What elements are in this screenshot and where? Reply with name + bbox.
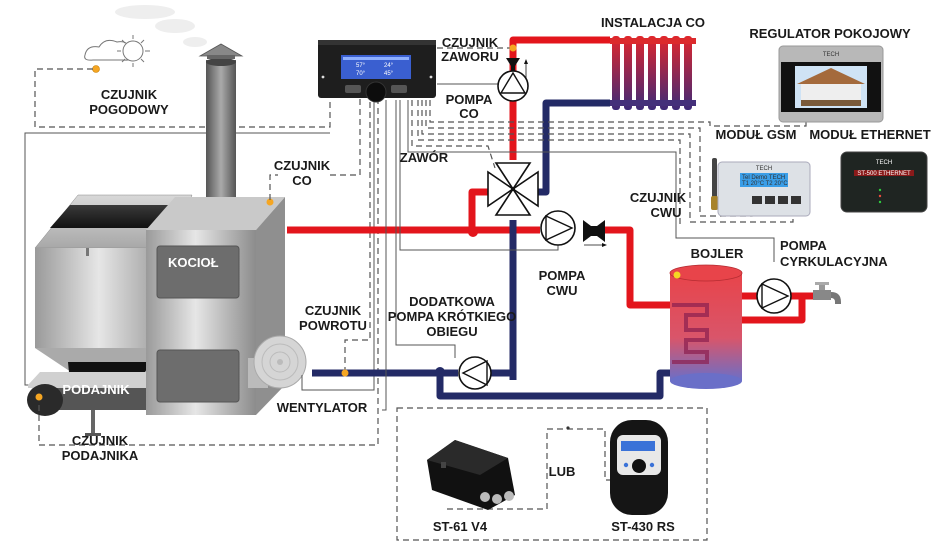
room-regulator-brand: TECH [823, 52, 839, 58]
label-return-sensor-1: CZUJNIK [305, 303, 362, 318]
dhw-check-valve-icon [583, 220, 607, 247]
sun-icon [117, 35, 150, 67]
label-valve: ZAWÓR [400, 150, 449, 165]
co-sensor-dot [266, 198, 274, 206]
label-co-sensor-2: CO [292, 173, 312, 188]
co-sensor-wire [269, 85, 361, 200]
label-weather-sensor-1: CZUJNIK [101, 87, 158, 102]
ethernet-brand: TECH [876, 160, 892, 166]
label-co-pump-1: POMPA [446, 92, 493, 107]
extra-pump-icon [458, 356, 492, 390]
hot-pipes [287, 36, 815, 324]
return-sensor-wire [344, 90, 371, 373]
label-feeder-sensor-1: CZUJNIK [72, 433, 129, 448]
weather-sensor-wire [34, 68, 331, 128]
label-dhw-pump-2: CWU [546, 283, 577, 298]
label-dhw-sensor-2: CWU [650, 205, 681, 220]
tank-sensor-dot [673, 271, 681, 279]
label-or: LUB [549, 464, 576, 479]
dhw-pump-wire [399, 100, 559, 251]
ethernet-module-device: TECH ST-500 ETHERNET [840, 151, 928, 213]
label-circulation-pump-2: CYRKULACYJNA [780, 254, 888, 269]
gsm-module-device: TECH Tel Demo TECH T1 20°C T2 20°C [711, 158, 811, 217]
valve-sensor-dot [509, 44, 517, 52]
radiator [610, 36, 696, 110]
label-gsm-module: MODUŁ GSM [716, 127, 797, 142]
main-controller: 57° 24° 70° 45° [318, 40, 436, 103]
label-st61: ST-61 V4 [433, 519, 488, 534]
label-co-sensor-1: CZUJNIK [274, 158, 331, 173]
label-dhw-tank: BOJLER [691, 246, 744, 261]
label-dhw-pump-1: POMPA [539, 268, 586, 283]
controller-temp-4: 45° [384, 71, 394, 77]
smoke-icon [115, 5, 207, 47]
label-valve-sensor-1: CZUJNIK [442, 35, 499, 50]
label-co-installation: INSTALACJA CO [601, 15, 705, 30]
label-dhw-sensor-1: CZUJNIK [630, 190, 687, 205]
st61-device [427, 440, 515, 510]
label-circulation-pump-1: POMPA [780, 238, 827, 253]
circulation-pump-wire [407, 100, 775, 262]
faucet-icon [813, 282, 841, 304]
label-boiler: KOCIOŁ [168, 255, 219, 270]
st430-device [610, 420, 668, 515]
label-extra-pump-2: POMPA KRÓTKIEGO [388, 309, 517, 324]
dhw-sensor-wire [417, 100, 681, 225]
regulator-wire [429, 100, 807, 127]
controller-temp-3: 70° [356, 71, 366, 77]
gsm-screen-line-1: Tel Demo TECH [742, 175, 785, 181]
label-valve-sensor-2: ZAWORU [441, 49, 499, 64]
label-weather-sensor-2: POGODOWY [89, 102, 169, 117]
weather-sensor-dot [92, 65, 100, 73]
module-options-wire [447, 428, 612, 510]
check-valve-icon [506, 58, 528, 82]
feeder [27, 372, 160, 436]
label-fan: WENTYLATOR [277, 400, 368, 415]
module-wire [382, 100, 387, 411]
chimney [198, 43, 244, 210]
co-pump-icon [497, 70, 529, 102]
label-extra-pump-3: OBIEGU [426, 324, 477, 339]
extra-pump-wire [395, 100, 456, 358]
label-room-regulator: REGULATOR POKOJOWY [749, 26, 911, 41]
weather-sensor [84, 35, 150, 73]
label-st430: ST-430 RS [611, 519, 675, 534]
module-options-box [396, 407, 708, 541]
controller-temp-1: 57° [356, 63, 366, 69]
mixing-valve-icon [487, 162, 539, 216]
label-ethernet-module: MODUŁ ETHERNET [809, 127, 930, 142]
dhw-pump-icon [540, 210, 576, 246]
label-feeder-sensor-2: PODAJNIKA [62, 448, 139, 463]
fan [248, 335, 307, 389]
controller-temp-2: 24° [384, 63, 394, 69]
feeder-sensor-wire [38, 90, 379, 446]
feeder-sensor-dot [35, 393, 43, 401]
circulation-pump-icon [756, 278, 792, 314]
return-sensor-dot [341, 369, 349, 377]
gsm-brand: TECH [756, 166, 772, 172]
dhw-tank [669, 264, 743, 389]
ethernet-wire [421, 100, 794, 223]
label-return-sensor-2: POWROTU [299, 318, 367, 333]
room-regulator-device: TECH [778, 45, 884, 123]
label-co-pump-2: CO [459, 106, 479, 121]
label-extra-pump-1: DODATKOWA [409, 294, 495, 309]
controller-knob [365, 81, 387, 103]
label-feeder: PODAJNIK [62, 382, 130, 397]
valve-wire [411, 100, 496, 169]
gsm-screen-line-2: T1 20°C T2 20°C [742, 181, 788, 187]
ethernet-model: ST-500 ETHERNET [857, 171, 911, 177]
